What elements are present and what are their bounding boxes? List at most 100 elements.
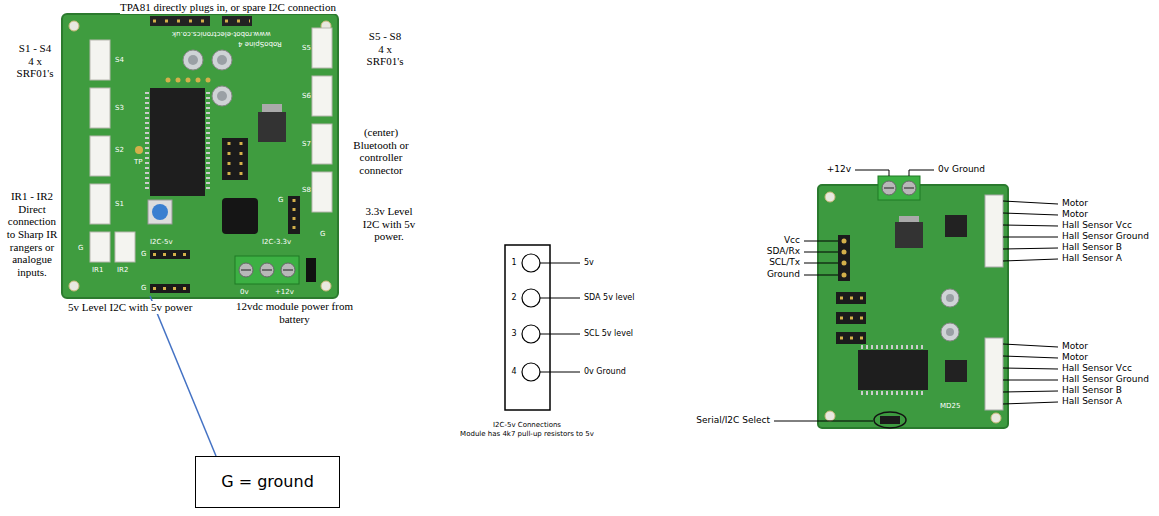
silkscreen-label: G xyxy=(78,244,83,252)
md25-board xyxy=(945,215,967,237)
i2c-connector-symbol xyxy=(522,254,540,272)
board-components xyxy=(212,86,232,106)
md25-board xyxy=(895,222,923,248)
callout-label: Motor xyxy=(1062,341,1088,351)
pin-label: 3 xyxy=(511,329,516,338)
callout-label: Hall Sensor Vcc xyxy=(1062,220,1132,230)
pin-header xyxy=(153,287,188,290)
callout-label: Ground xyxy=(767,269,800,279)
board-components xyxy=(152,204,168,220)
pin-header xyxy=(196,78,201,83)
leader-line xyxy=(774,421,873,422)
md25-board xyxy=(836,332,866,344)
annotation: 5v Level I2C with 5v power xyxy=(68,301,192,314)
md25-board xyxy=(836,312,866,324)
pin-header xyxy=(222,138,248,180)
md25-board xyxy=(882,181,896,195)
pin-header xyxy=(225,20,250,23)
pin-header xyxy=(153,20,208,23)
callout-label: Hall Sensor A xyxy=(1062,396,1122,406)
callout-label: Motor xyxy=(1062,198,1088,208)
md25-board xyxy=(991,413,1001,423)
pin-header xyxy=(166,78,171,83)
silkscreen-label: IR2 xyxy=(117,266,128,274)
md25-board xyxy=(840,337,864,340)
callout-label: Vcc xyxy=(784,235,800,245)
annotation: TPA81 directly plugs in, or spare I2C co… xyxy=(120,1,336,14)
md25-board xyxy=(880,416,900,424)
md25-board xyxy=(840,317,864,320)
silkscreen-label: G xyxy=(141,250,146,258)
annotation: S1 - S4 4 x SRF01's xyxy=(16,42,54,80)
annotation: (center) Bluetooth or controller connect… xyxy=(350,126,412,177)
md25-board xyxy=(842,261,847,266)
board-components xyxy=(258,112,286,142)
robospine-board xyxy=(69,21,79,31)
md25-board xyxy=(825,411,835,421)
pin-header xyxy=(150,284,190,293)
silkscreen-label: MD25 xyxy=(940,402,960,410)
board-components xyxy=(217,55,227,65)
pin-label: 2 xyxy=(511,293,516,302)
leader-line xyxy=(1003,213,1058,215)
callout-label: Hall Sensor A xyxy=(1062,253,1122,263)
md25-board xyxy=(840,297,864,300)
pin-label: 4 xyxy=(511,367,516,376)
callout-label: Hall Sensor B xyxy=(1062,242,1122,252)
silkscreen-label: S5 xyxy=(302,44,311,52)
silkscreen-label: S3 xyxy=(115,104,124,112)
leader-line xyxy=(1003,201,1058,204)
md25-board xyxy=(945,360,967,382)
silkscreen-label: IR1 xyxy=(92,266,103,274)
leader-line xyxy=(1003,225,1058,226)
pin-label: SCL 5v level xyxy=(584,329,633,338)
md25-board xyxy=(818,185,1008,428)
silkscreen-label: +12v xyxy=(275,288,294,296)
md25-board xyxy=(836,292,866,304)
annotation: 3.3v Level I2C with 5v power. xyxy=(360,205,418,243)
silkscreen-label: G xyxy=(278,196,283,204)
md25-board xyxy=(874,412,906,428)
board-components xyxy=(281,263,295,277)
silkscreen-label: S2 xyxy=(115,146,124,154)
md25-board xyxy=(878,176,920,200)
sensor-connector xyxy=(312,76,332,116)
i2c-connector-symbol xyxy=(522,325,540,343)
pin-header xyxy=(222,16,252,26)
annotation: 12vdc module power from battery xyxy=(232,300,357,325)
board-components xyxy=(150,88,205,196)
board-components xyxy=(235,256,299,284)
leader-line xyxy=(1003,237,1058,238)
pin-label: SDA 5v level xyxy=(584,293,635,302)
sensor-connector xyxy=(90,28,332,262)
callout-label: Hall Sensor Ground xyxy=(1062,231,1149,241)
robospine-board xyxy=(321,281,331,291)
silkscreen-label: S4 xyxy=(115,56,124,64)
sensor-connector xyxy=(115,232,135,262)
callout-label: Serial/I2C Select xyxy=(696,415,770,425)
leader-line xyxy=(804,252,838,253)
leader-line xyxy=(855,170,889,176)
pin-header xyxy=(150,16,300,293)
md25-board xyxy=(838,235,850,281)
board-components xyxy=(262,269,272,271)
silkscreen-label: S7 xyxy=(302,140,311,148)
md25-board xyxy=(946,294,954,302)
md25-board xyxy=(884,187,894,189)
md25-board xyxy=(904,187,914,189)
pin-header xyxy=(240,142,243,178)
md25-board xyxy=(985,195,1003,267)
leader-line xyxy=(1003,259,1058,261)
i2c-connector-symbol xyxy=(540,298,580,299)
pin-header xyxy=(150,16,210,26)
sensor-connector xyxy=(90,136,110,176)
board-components xyxy=(188,55,198,65)
board-components xyxy=(206,92,210,192)
md25-board xyxy=(861,391,926,395)
callout-box: G = ground xyxy=(195,456,340,508)
pin-header xyxy=(176,78,181,83)
leader-line xyxy=(804,263,838,264)
silkscreen-label: G xyxy=(141,284,146,292)
